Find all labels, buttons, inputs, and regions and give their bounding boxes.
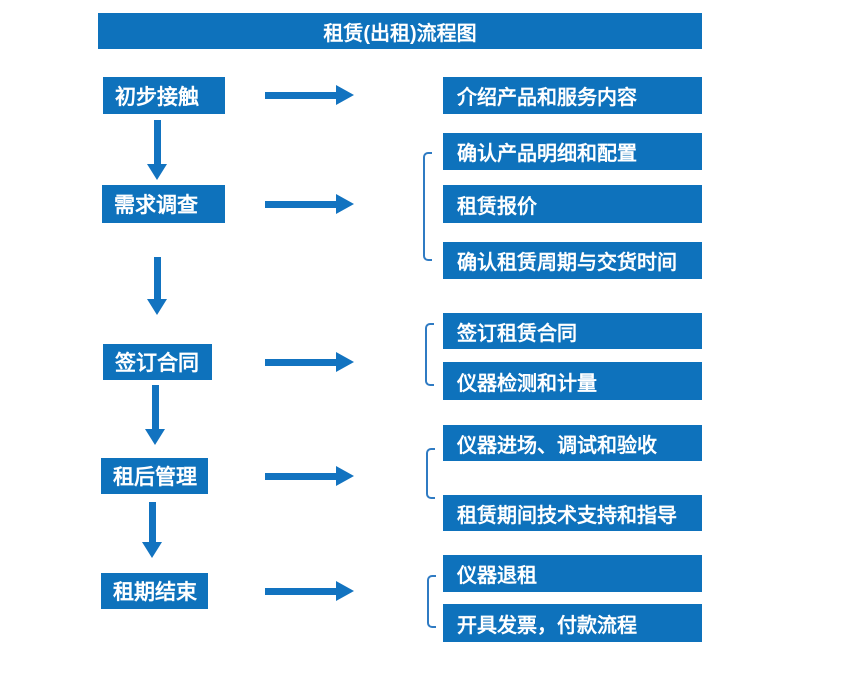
detail-box: 开具发票，付款流程 [443, 604, 702, 642]
step-box-sign-contract: 签订合同 [103, 344, 212, 380]
detail-box: 确认产品明细和配置 [443, 133, 702, 170]
group-bracket [427, 575, 436, 628]
detail-box: 介绍产品和服务内容 [443, 77, 702, 114]
down-arrow-icon [145, 385, 165, 445]
detail-box: 仪器退租 [443, 555, 702, 592]
right-arrow-icon [265, 194, 354, 214]
right-arrow-icon [265, 352, 354, 372]
down-arrow-icon [142, 502, 162, 558]
detail-box: 租赁期间技术支持和指导 [443, 495, 702, 531]
step-box-post-rental-management: 租后管理 [101, 458, 208, 494]
group-bracket [423, 152, 432, 261]
down-arrow-icon [147, 257, 167, 315]
detail-box: 签订租赁合同 [443, 313, 702, 349]
step-box-initial-contact: 初步接触 [103, 77, 225, 114]
down-arrow-icon [147, 120, 167, 180]
detail-box: 仪器检测和计量 [443, 362, 702, 400]
step-box-requirement-survey: 需求调查 [102, 185, 225, 223]
step-box-rental-end: 租期结束 [101, 573, 208, 609]
detail-box: 仪器进场、调试和验收 [443, 425, 702, 461]
right-arrow-icon [265, 85, 354, 105]
right-arrow-icon [265, 466, 354, 486]
group-bracket [425, 323, 434, 386]
flowchart-title: 租赁(出租)流程图 [98, 13, 702, 49]
group-bracket [426, 448, 435, 499]
detail-box: 确认租赁周期与交货时间 [443, 242, 702, 279]
right-arrow-icon [265, 581, 354, 601]
detail-box: 租赁报价 [443, 185, 702, 223]
